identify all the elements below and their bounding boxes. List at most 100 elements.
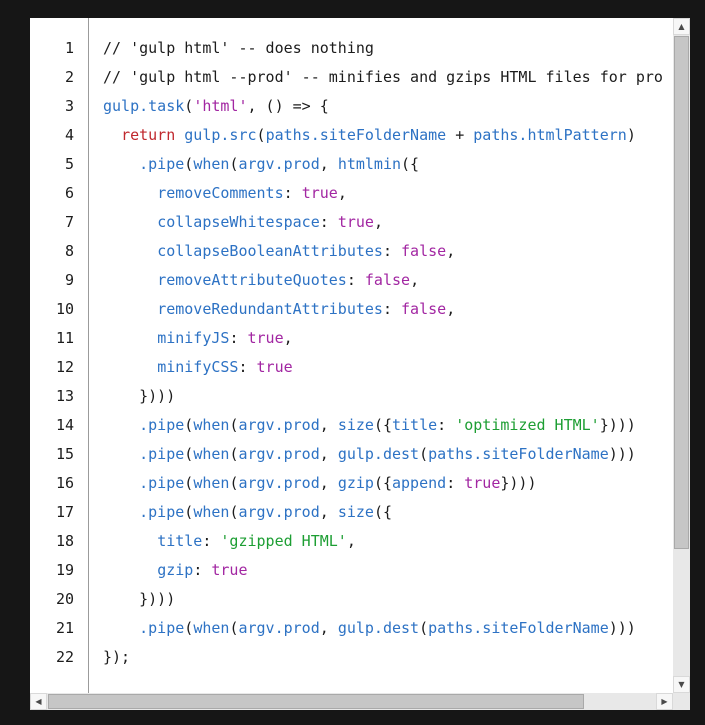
vertical-scrollbar[interactable]: ▲ ▼	[673, 18, 690, 693]
code-token: });	[103, 648, 131, 666]
code-token: (	[229, 416, 239, 434]
code-token: (	[419, 445, 429, 463]
code-token: gulp.task	[103, 97, 185, 115]
code-token: when	[193, 445, 230, 463]
code-line-text: });	[74, 643, 130, 672]
code-token: )))	[608, 619, 636, 637]
code-token: gulp.src	[184, 126, 257, 144]
code-token: paths.siteFolderName	[428, 445, 609, 463]
code-line: 6 removeComments: true,	[30, 179, 673, 208]
code-token	[103, 300, 157, 318]
code-token: gulp.dest	[337, 445, 420, 463]
code-token	[103, 619, 139, 637]
code-token	[103, 445, 139, 463]
code-token: ({	[373, 474, 392, 492]
code-line-text: minifyCSS: true	[74, 353, 293, 382]
code-token: .pipe	[139, 416, 185, 434]
vertical-scrollbar-thumb[interactable]	[674, 36, 689, 549]
code-line: 20 })))	[30, 585, 673, 614]
code-token: ,	[346, 532, 356, 550]
scroll-down-button[interactable]: ▼	[673, 676, 690, 693]
code-token: true	[256, 358, 293, 376]
code-line-text: gzip: true	[74, 556, 247, 585]
code-token: , () => {	[247, 97, 329, 115]
code-token	[103, 416, 139, 434]
code-token: (	[229, 474, 239, 492]
code-token: 'optimized HTML'	[455, 416, 600, 434]
code-token: minifyJS	[157, 329, 230, 347]
line-number: 5	[64, 155, 74, 173]
code-line: 5 .pipe(when(argv.prod, htmlmin({	[30, 150, 673, 179]
code-token: // 'gulp html --prod' -- minifies and gz…	[103, 68, 663, 86]
scroll-down-icon: ▼	[678, 680, 685, 689]
code-token: title	[392, 416, 438, 434]
code-token: ,	[319, 474, 338, 492]
code-token: ,	[337, 184, 347, 202]
code-token: :	[283, 184, 302, 202]
code-token: collapseWhitespace	[157, 213, 320, 231]
code-token: return	[121, 126, 176, 144]
code-token: removeAttributeQuotes	[157, 271, 347, 289]
code-token: .pipe	[139, 474, 185, 492]
code-token: (	[184, 97, 194, 115]
code-token: :	[202, 532, 221, 550]
code-line-text: title: 'gzipped HTML',	[74, 527, 356, 556]
code-token: :	[319, 213, 338, 231]
line-number: 8	[64, 242, 74, 260]
code-token	[175, 126, 184, 144]
line-number: 4	[64, 126, 74, 144]
code-token	[103, 155, 139, 173]
code-token: (	[229, 155, 239, 173]
code-token: .pipe	[139, 503, 185, 521]
code-token: ({	[401, 155, 420, 173]
code-token	[103, 503, 139, 521]
code-token: ,	[319, 445, 338, 463]
code-line: 11 minifyJS: true,	[30, 324, 673, 353]
code-line: 4 return gulp.src(paths.siteFolderName +…	[30, 121, 673, 150]
line-number: 7	[64, 213, 74, 231]
code-token: (	[184, 619, 194, 637]
code-token: removeRedundantAttributes	[157, 300, 383, 318]
code-token: :	[193, 561, 212, 579]
code-token: gzip	[157, 561, 194, 579]
code-token: removeComments	[157, 184, 284, 202]
code-line: 19 gzip: true	[30, 556, 673, 585]
code-token: argv.prod	[238, 619, 320, 637]
code-line-text: gulp.task('html', () => {	[74, 92, 329, 121]
code-token: ({	[373, 416, 392, 434]
code-token: (	[229, 619, 239, 637]
code-line-text: // 'gulp html --prod' -- minifies and gz…	[74, 63, 663, 92]
scroll-right-icon: ▶	[661, 697, 668, 706]
gutter-separator	[88, 18, 89, 693]
code-token: })))	[599, 416, 636, 434]
code-token: (	[229, 445, 239, 463]
scroll-right-button[interactable]: ▶	[656, 693, 673, 710]
line-number: 19	[55, 561, 74, 579]
line-number: 3	[64, 97, 74, 115]
code-token: when	[193, 474, 230, 492]
code-token: (	[419, 619, 429, 637]
code-token	[103, 561, 157, 579]
line-number: 1	[64, 39, 74, 57]
code-token: )))	[608, 445, 636, 463]
code-line: 10 removeRedundantAttributes: false,	[30, 295, 673, 324]
horizontal-scrollbar[interactable]: ◀ ▶	[30, 693, 673, 710]
code-token: false	[364, 271, 411, 289]
horizontal-scrollbar-thumb[interactable]	[48, 694, 584, 709]
code-token: ,	[319, 503, 338, 521]
code-token: false	[401, 242, 447, 260]
scroll-left-button[interactable]: ◀	[30, 693, 47, 710]
vertical-scrollbar-track[interactable]	[673, 35, 690, 676]
scroll-up-button[interactable]: ▲	[673, 18, 690, 35]
horizontal-scrollbar-track[interactable]	[47, 693, 656, 710]
code-token: paths.htmlPattern	[473, 126, 627, 144]
code-token: argv.prod	[238, 416, 320, 434]
code-line-text: })))	[74, 382, 175, 411]
code-token: :	[382, 242, 402, 260]
code-token: paths.siteFolderName	[265, 126, 447, 144]
code-line: 21 .pipe(when(argv.prod, gulp.dest(paths…	[30, 614, 673, 643]
code-token: // 'gulp html' -- does nothing	[103, 39, 374, 57]
code-line-text: .pipe(when(argv.prod, gzip({append: true…	[74, 469, 536, 498]
